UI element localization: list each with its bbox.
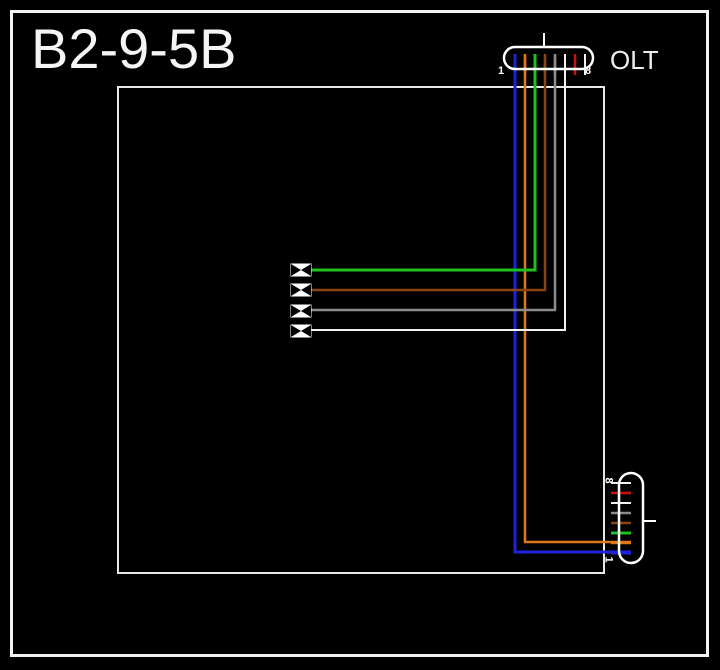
top-connector-pin1-label: 1 (498, 65, 505, 77)
olt-connector-label: OLT (610, 45, 659, 75)
wire-orange (523, 57, 631, 544)
wire-green (311, 57, 537, 272)
bottom-connector-body (617, 471, 645, 565)
inner-border-frame (117, 86, 605, 574)
top-connector-body (502, 45, 595, 71)
wire-white (311, 57, 566, 331)
wire-blue (513, 57, 631, 554)
splice-box-4-x-right (301, 325, 311, 337)
top-connector-pin8-label: 8 (585, 65, 592, 77)
splice-box-3-x-left (291, 305, 301, 317)
wire-gray (311, 57, 557, 312)
splice-box-2-x-left (291, 284, 301, 296)
splice-box-1-x-right (301, 264, 311, 276)
splice-box-4-x-left (291, 325, 301, 337)
splice-box-2-x-right (301, 284, 311, 296)
splice-box-3-x-right (301, 305, 311, 317)
page-title: B2-9-5B (31, 17, 237, 80)
splice-box-1-x-left (291, 264, 301, 276)
wire-brown (311, 57, 547, 292)
outer-border-frame (10, 10, 709, 657)
